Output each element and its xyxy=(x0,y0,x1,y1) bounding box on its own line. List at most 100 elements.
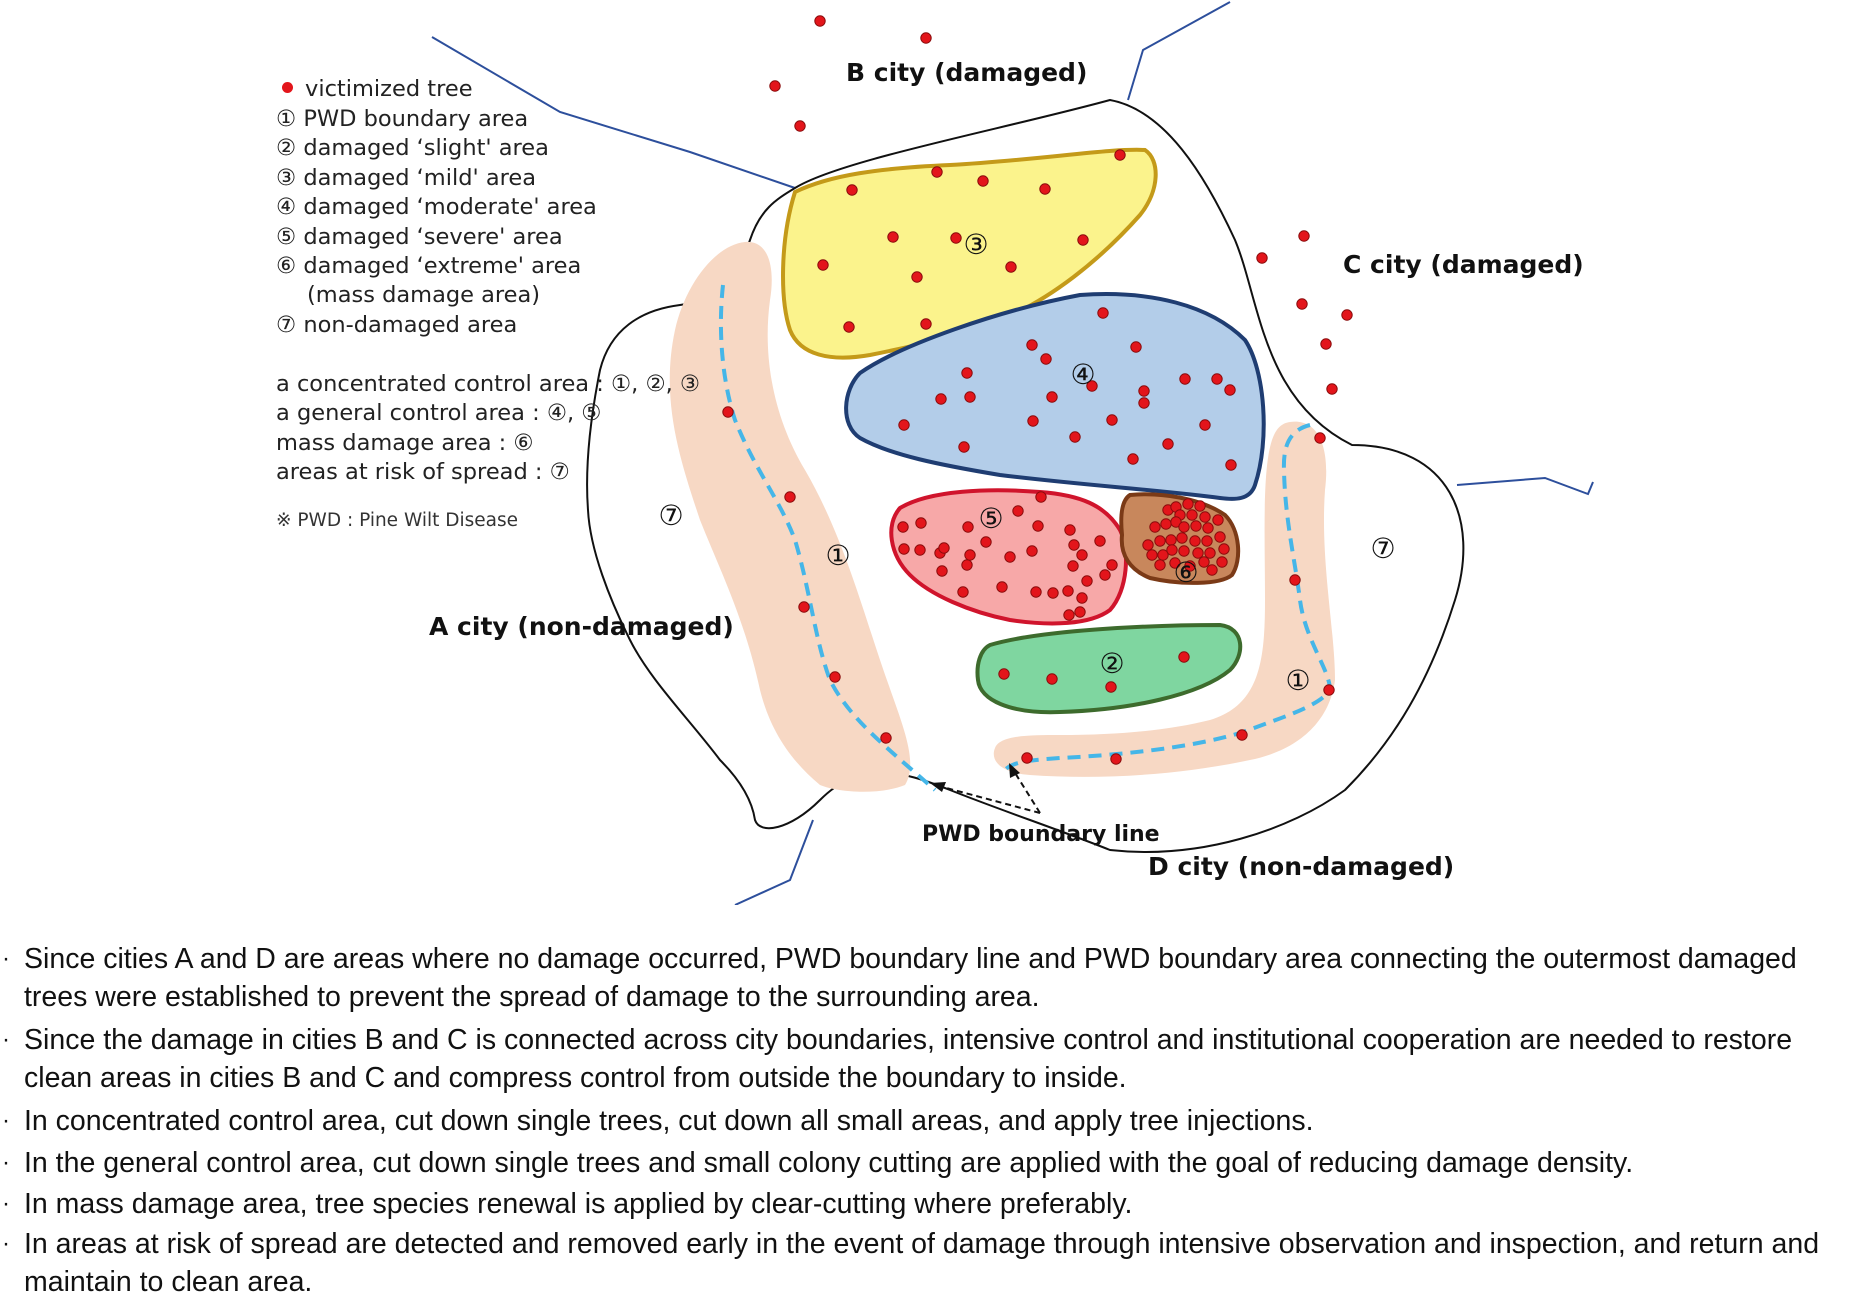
victimized-tree-dot xyxy=(794,120,806,132)
victimized-tree-dot xyxy=(846,184,858,196)
victimized-tree-dot xyxy=(843,321,855,333)
victimized-tree-dot xyxy=(961,367,973,379)
victimized-tree-dot xyxy=(1004,551,1016,563)
victimized-tree-dot xyxy=(958,441,970,453)
victimized-tree-dot xyxy=(1201,535,1213,547)
victimized-tree-dot xyxy=(1202,522,1214,534)
victimized-tree-dot xyxy=(1063,609,1075,621)
victimized-tree-dot xyxy=(784,491,796,503)
victimized-tree-dot xyxy=(1178,521,1190,533)
victimized-tree-dot xyxy=(964,391,976,403)
bullet-mark: · xyxy=(2,945,10,972)
boundary-line-arrows xyxy=(934,767,1041,814)
victimized-tree-dot xyxy=(911,271,923,283)
area-number-moderate: ④ xyxy=(1070,358,1095,391)
victimized-tree-dot xyxy=(1026,545,1038,557)
victimized-tree-dot xyxy=(1067,560,1079,572)
victimized-tree-dot xyxy=(897,521,909,533)
victimized-tree-dot xyxy=(1296,298,1308,310)
boundary-line-label: PWD boundary line xyxy=(922,822,1160,847)
victimized-tree-dot xyxy=(1064,524,1076,536)
victimized-tree-dot xyxy=(1224,384,1236,396)
legend-item-5: ⑤ damaged ‘severe' area xyxy=(276,224,563,250)
victimized-tree-dot xyxy=(1069,431,1081,443)
victimized-tree-dot xyxy=(1169,557,1181,569)
bullet-text: In mass damage area, tree species renewa… xyxy=(24,1188,1133,1220)
victimized-tree-dot xyxy=(977,175,989,187)
victimized-tree-dot xyxy=(915,517,927,529)
victimized-tree-dot xyxy=(1204,547,1216,559)
victimized-tree-dot xyxy=(1289,574,1301,586)
victimized-tree-dot xyxy=(1106,414,1118,426)
victimized-tree-dot xyxy=(1105,681,1117,693)
area-number-nondamaged-left: ⑦ xyxy=(658,499,683,532)
legend-item-1: ① PWD boundary area xyxy=(276,106,529,132)
victimized-tree-dot xyxy=(1026,339,1038,351)
victimized-tree-dot xyxy=(1178,545,1190,557)
victimized-tree-dot xyxy=(1027,415,1039,427)
victimized-tree-dot xyxy=(920,318,932,330)
victimized-tree-dot xyxy=(1186,509,1198,521)
city-border-cd xyxy=(1456,476,1594,496)
area-number-boundary-left: ① xyxy=(825,539,850,572)
victimized-tree-dot xyxy=(1154,535,1166,547)
victimized-tree-dot xyxy=(962,521,974,533)
victimized-tree-dot xyxy=(996,581,1008,593)
victimized-tree-dot xyxy=(1216,556,1228,568)
legend-control-3: mass damage area : ⑥ xyxy=(276,430,534,456)
region-outline xyxy=(586,98,1465,853)
victimized-tree-dot xyxy=(1189,535,1201,547)
victimized-tree-dot xyxy=(1039,183,1051,195)
legend-control-2: a general control area : ④, ⑤ xyxy=(276,400,602,426)
victimized-tree-dot xyxy=(817,259,829,271)
victimized-tree-dot xyxy=(936,565,948,577)
victimized-tree-dot xyxy=(1032,520,1044,532)
pwd-boundary-lines xyxy=(718,284,1333,792)
bullet-text: In the general control area, cut down si… xyxy=(24,1147,1634,1179)
victimized-tree-dot xyxy=(1314,432,1326,444)
pwd-boundary-areas xyxy=(669,241,1335,792)
victimized-tree-dot xyxy=(1178,651,1190,663)
victimized-tree-dot xyxy=(1021,752,1033,764)
victimized-tree-dot xyxy=(1326,383,1338,395)
victimized-tree-dot xyxy=(931,166,943,178)
area-number-extreme: ⑥ xyxy=(1173,556,1198,589)
victimized-tree-dot xyxy=(898,419,910,431)
legend-item-6: ⑥ damaged ‘extreme' area xyxy=(276,253,582,279)
victimized-tree-dot xyxy=(1256,252,1268,264)
bullet-mark: · xyxy=(2,1026,10,1053)
legend-victimized-tree-label: victimized tree xyxy=(305,76,473,102)
victimized-tree-dot xyxy=(1074,606,1086,618)
victimized-tree-dot xyxy=(980,536,992,548)
victimized-tree-dot xyxy=(722,406,734,418)
victimized-tree-dot xyxy=(1184,560,1196,572)
arrow-heads xyxy=(930,763,1020,792)
arrow-right xyxy=(1011,767,1041,814)
city-border-ab xyxy=(431,36,796,189)
pwd-control-diagram: ③ ④ ⑤ ⑥ ② ① ① ⑦ ⑦ xyxy=(431,1,1594,905)
victimized-tree-dot xyxy=(998,668,1010,680)
legend-item-3: ③ damaged ‘mild' area xyxy=(276,165,537,191)
victimized-tree-dot xyxy=(1142,539,1154,551)
victimized-tree-dot xyxy=(1212,514,1224,526)
city-label-c: C city (damaged) xyxy=(1343,250,1584,279)
victimized-tree-dot xyxy=(1165,534,1177,546)
victimized-tree-dot xyxy=(1046,391,1058,403)
victimized-tree-dot xyxy=(1214,531,1226,543)
bullet-text: Since the damage in cities B and C is co… xyxy=(24,1024,1793,1094)
area-number-severe: ⑤ xyxy=(978,502,1003,535)
victimized-tree-dot xyxy=(1190,520,1202,532)
victimized-tree-dot xyxy=(1094,535,1106,547)
victimized-tree-dot xyxy=(1114,149,1126,161)
victimized-tree-dot xyxy=(1062,585,1074,597)
victimized-tree-dot xyxy=(1106,559,1118,571)
legend-control-1: a concentrated control area : ①, ②, ③ xyxy=(276,371,701,397)
legend-item-6b: (mass damage area) xyxy=(307,282,541,308)
victimized-tree-dot xyxy=(1176,532,1188,544)
arrow-head-left xyxy=(930,782,946,792)
victimized-tree-dot xyxy=(1341,309,1353,321)
victimized-tree-dot xyxy=(1211,373,1223,385)
area-number-slight: ② xyxy=(1099,647,1124,680)
victimized-tree-dot xyxy=(1182,498,1194,510)
victimized-tree-dot xyxy=(898,543,910,555)
